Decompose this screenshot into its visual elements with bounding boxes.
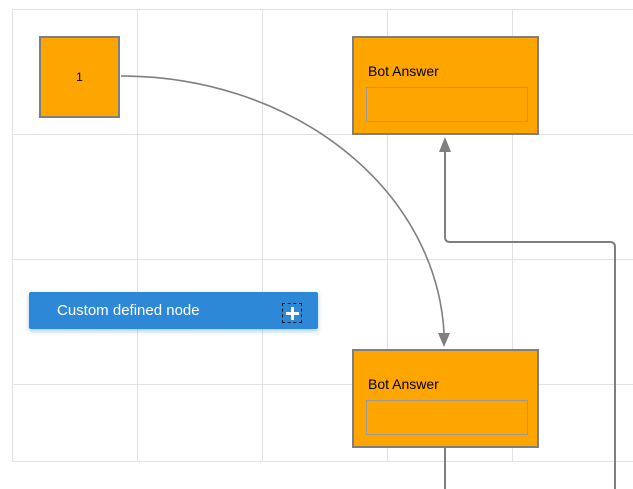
node-start-label: 1 xyxy=(76,70,83,84)
node-bot-answer-bottom[interactable]: Bot Answer xyxy=(352,349,539,448)
arrow-down-icon xyxy=(438,333,450,347)
answer-input-box[interactable] xyxy=(366,87,528,122)
node-bot-answer-top[interactable]: Bot Answer xyxy=(352,36,539,135)
node-title: Bot Answer xyxy=(368,376,439,392)
answer-input-box[interactable] xyxy=(366,400,528,435)
arrow-up-icon xyxy=(439,137,451,152)
connector-orthogonal-to-top-bot-answer[interactable] xyxy=(439,137,616,489)
node-title: Bot Answer xyxy=(368,63,439,79)
gridline-vertical xyxy=(137,9,138,462)
connector-curve-start-to-bottom-bot-answer[interactable] xyxy=(120,75,450,347)
plus-icon[interactable] xyxy=(282,303,302,323)
gridline-vertical xyxy=(262,9,263,462)
custom-defined-node-label: Custom defined node xyxy=(57,302,200,319)
gridline-vertical xyxy=(512,9,513,462)
node-start[interactable]: 1 xyxy=(39,36,120,118)
custom-defined-node-button[interactable]: Custom defined node xyxy=(29,292,318,329)
gridline-horizontal xyxy=(12,259,633,260)
gridline-horizontal xyxy=(12,384,633,385)
gridline-vertical xyxy=(387,9,388,462)
